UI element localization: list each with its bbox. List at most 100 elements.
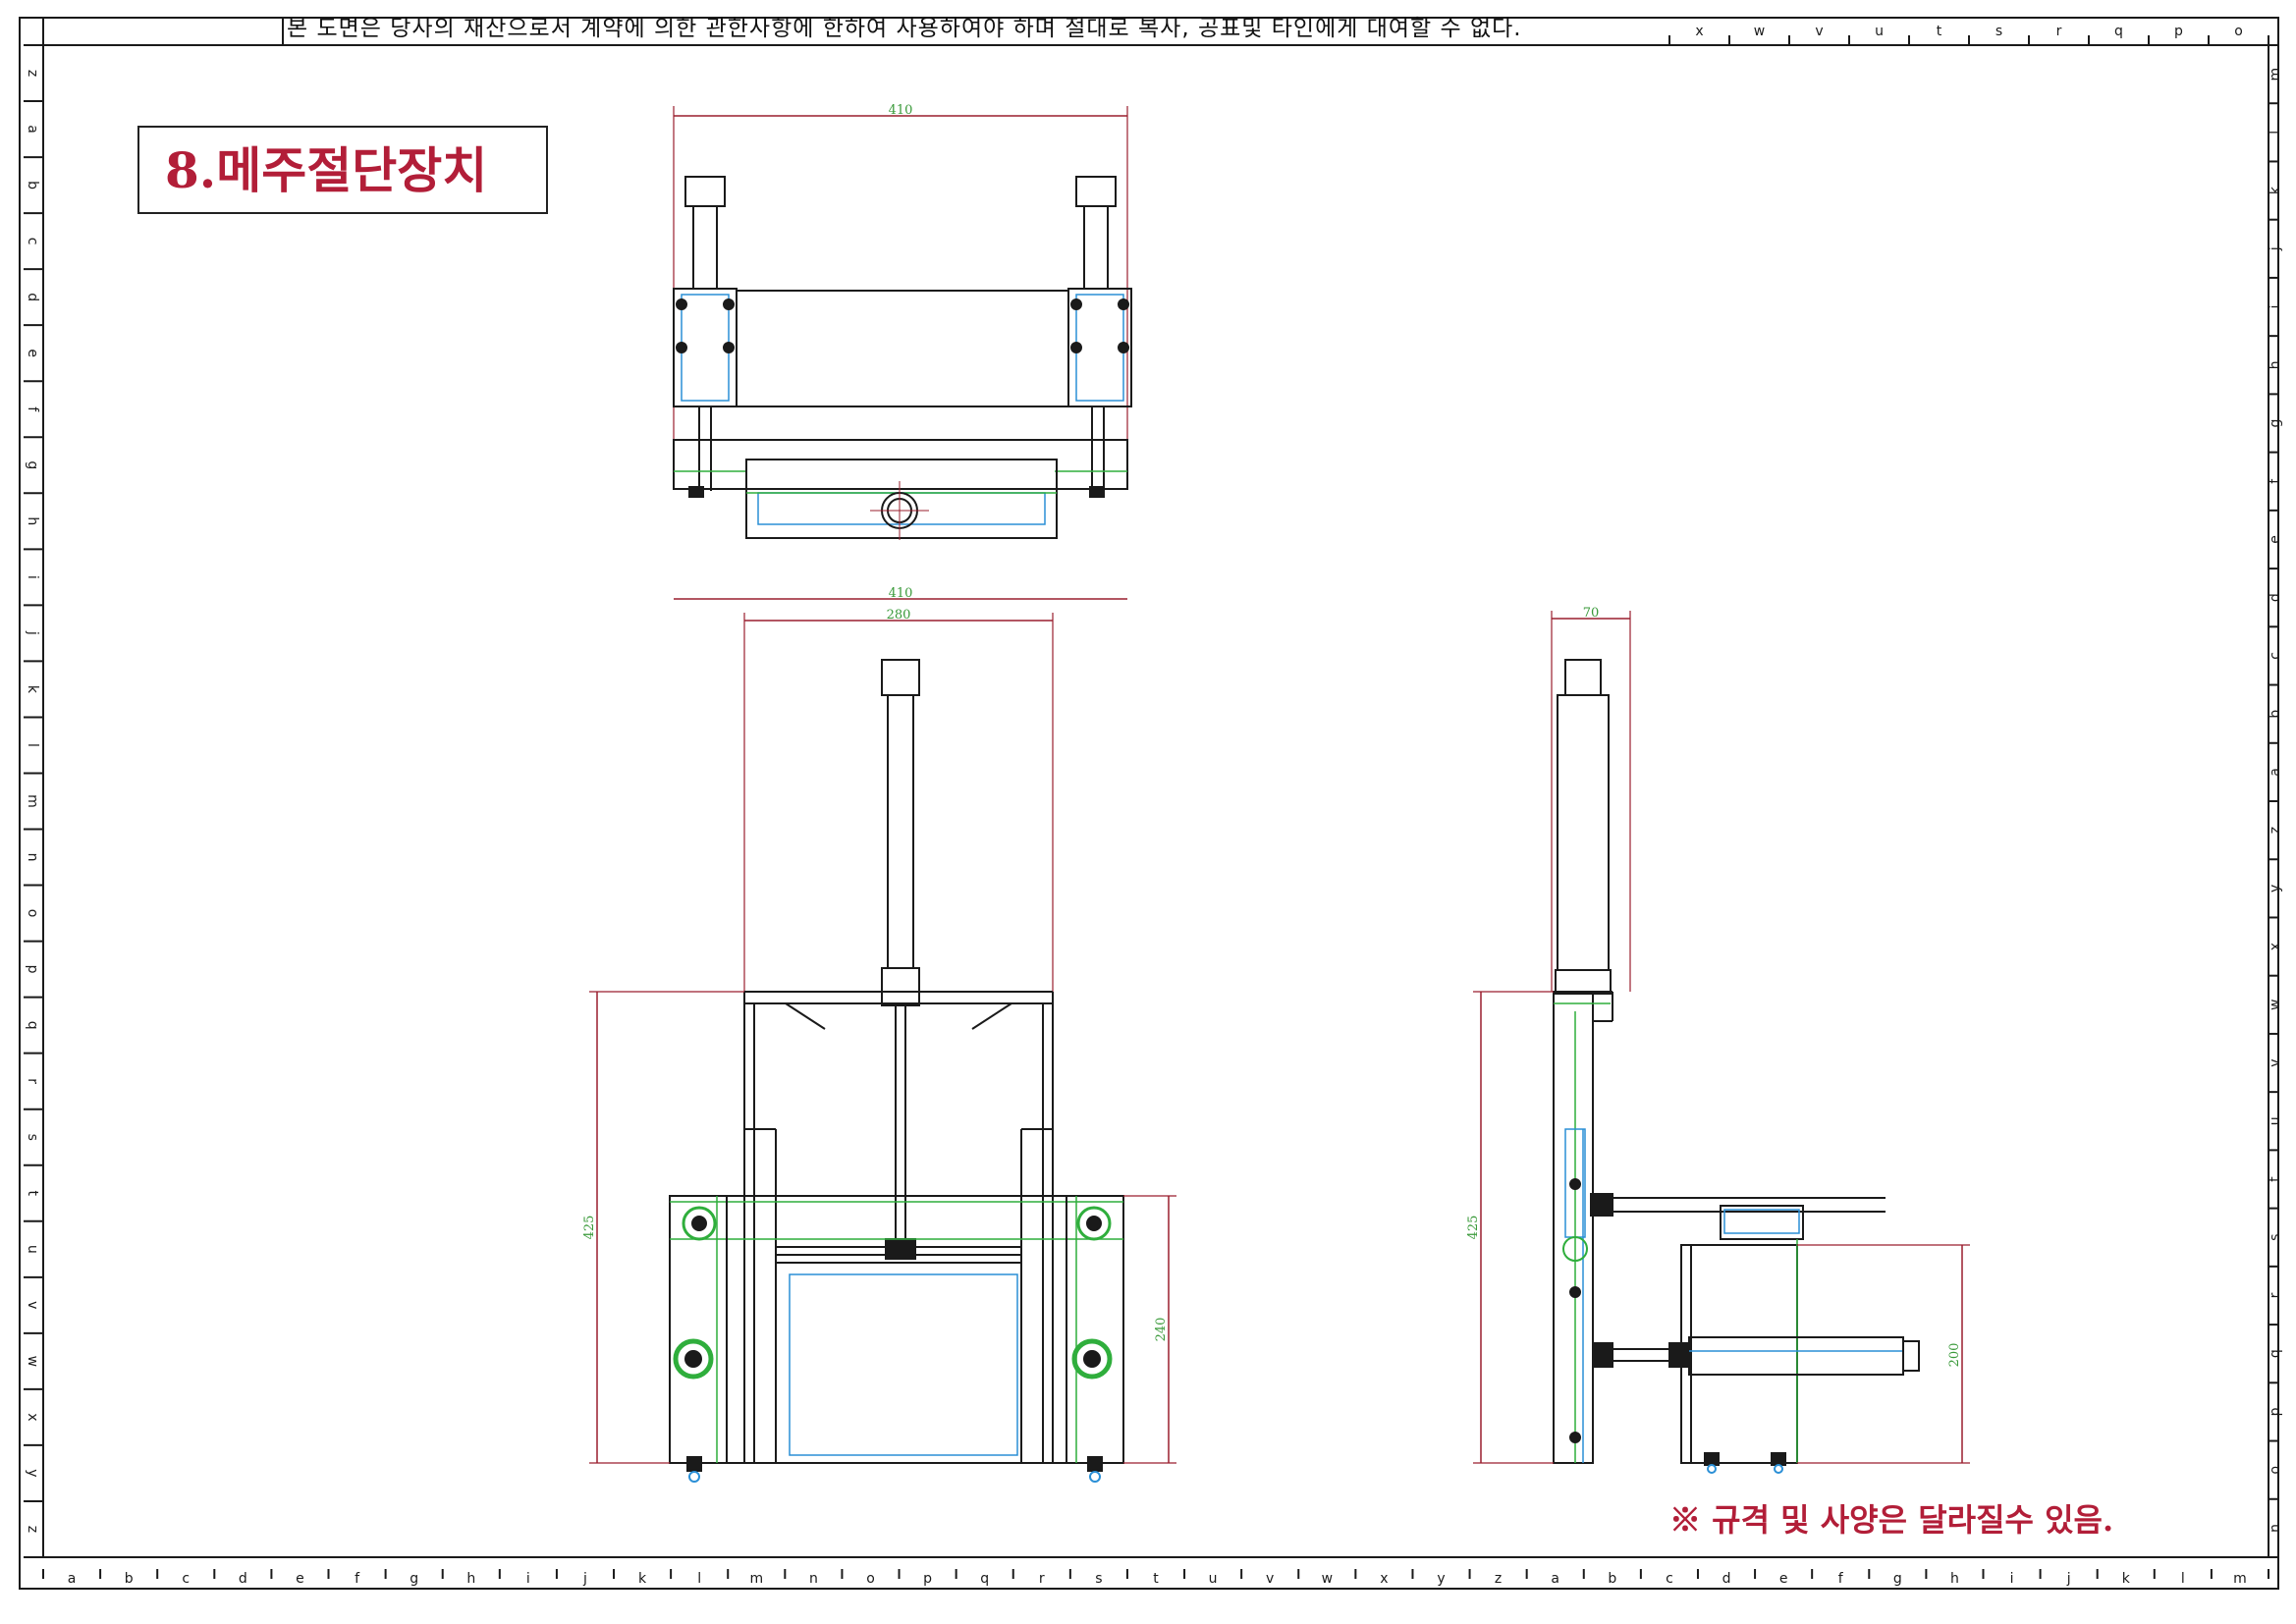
grid-letter: x [1380, 1571, 1388, 1587]
grid-letter: v [1815, 24, 1823, 39]
grid-letter: z [1495, 1571, 1502, 1587]
dim-front-inner-width: 280 [887, 608, 911, 623]
outer-frame [19, 17, 2279, 1590]
grid-letter: s [1095, 1571, 1102, 1587]
header-blank-box [42, 17, 284, 46]
grid-letter: f [1838, 1571, 1844, 1587]
grid-letter: m [25, 794, 40, 808]
grid-letter: e [2268, 535, 2283, 544]
grid-letter: p [25, 965, 40, 974]
grid-letter: p [2268, 1407, 2283, 1416]
grid-letter: l [25, 743, 40, 747]
grid-letter: e [1779, 1571, 1788, 1587]
grid-letter: g [1893, 1571, 1902, 1587]
grid-letter: h [25, 516, 40, 525]
grid-letter: w [1322, 1571, 1333, 1587]
grid-letter: z [25, 1526, 40, 1533]
grid-letter: i [2010, 1571, 2014, 1587]
grid-letter: d [25, 293, 40, 301]
grid-letter: a [68, 1571, 77, 1587]
grid-letter: j [582, 1571, 587, 1587]
grid-letter: w [25, 1356, 40, 1367]
dim-front-lower-height: 240 [1154, 1318, 1169, 1342]
dim-top-base-width: 410 [889, 586, 913, 601]
grid-letter: t [1153, 1571, 1159, 1587]
grid-letter: w [1754, 24, 1765, 39]
grid-letter: i [2268, 305, 2283, 309]
grid-letter: v [25, 1301, 40, 1309]
grid-letter: c [182, 1571, 190, 1587]
side-view [1473, 611, 1970, 1474]
grid-letter: u [2268, 1116, 2283, 1125]
grid-letter: b [1608, 1571, 1616, 1587]
grid-letter: j [2268, 246, 2283, 251]
grid-letter: s [25, 1134, 40, 1141]
grid-letter: b [25, 181, 40, 189]
grid-letter: g [410, 1571, 418, 1587]
grid-letter: w [2268, 1000, 2283, 1010]
grid-letter: u [25, 1245, 40, 1254]
grid-letter: r [25, 1078, 40, 1084]
grid-letter: i [526, 1571, 530, 1587]
grid-letter: o [2234, 24, 2243, 39]
grid-letter: n [2268, 1524, 2283, 1533]
grid-letter: q [25, 1021, 40, 1030]
grid-letter: k [25, 685, 40, 694]
dim-side-cylinder-height: 200 [1947, 1343, 1962, 1368]
grid-letter: k [2268, 186, 2283, 194]
grid-letter: z [2268, 827, 2283, 834]
grid-letter: x [25, 1413, 40, 1421]
grid-letter: k [638, 1571, 647, 1587]
grid-letter: q [2268, 1349, 2283, 1358]
grid-letter: m [749, 1571, 763, 1587]
grid-letter: c [1666, 1571, 1673, 1587]
grid-letter: d [2268, 593, 2283, 602]
grid-letter: q [2114, 24, 2123, 39]
grid-letter: a [2268, 768, 2283, 777]
grid-letter: f [355, 1571, 360, 1587]
grid-letter: s [1995, 24, 2002, 39]
grid-letter: l [2181, 1571, 2185, 1587]
grid-letter: b [2268, 710, 2283, 719]
grid-letter: y [25, 1469, 40, 1477]
grid-letter: f [2268, 478, 2283, 484]
grid-letter: p [2174, 24, 2183, 39]
grid-letter: o [866, 1571, 875, 1587]
grid-letter: a [25, 125, 40, 134]
grid-letter: o [2268, 1466, 2283, 1475]
grid-letter: u [1209, 1571, 1218, 1587]
grid-letter: q [980, 1571, 989, 1587]
grid-letter: y [1437, 1571, 1445, 1587]
grid-letter: m [2233, 1571, 2247, 1587]
grid-letter: v [2268, 1058, 2283, 1066]
spec-note: ※ 규격 및 사양은 달라질수 있음. [1669, 1501, 2114, 1539]
grid-letter: f [25, 406, 40, 412]
grid-letter: e [296, 1571, 304, 1587]
dim-side-width: 70 [1583, 606, 1600, 621]
grid-letter: u [1875, 24, 1884, 39]
grid-letter: o [25, 909, 40, 918]
grid-letter: i [25, 575, 40, 579]
grid-letter: k [2122, 1571, 2131, 1587]
dim-front-height: 425 [582, 1216, 597, 1240]
page-title: 8.메주절단장치 [165, 141, 488, 199]
top-view [673, 106, 1132, 600]
grid-letter: s [2268, 1234, 2283, 1241]
grid-letter: a [1551, 1571, 1559, 1587]
grid-letter: d [1722, 1571, 1731, 1587]
grid-letter: d [239, 1571, 247, 1587]
grid-letter: g [25, 460, 40, 469]
title-box [137, 126, 548, 214]
front-view [589, 613, 1176, 1483]
grid-letter: j [25, 630, 40, 635]
header-notice: 본 도면은 당사의 재산으로서 계약에 의한 관한사항에 한하여 사용하여야 하… [287, 16, 1522, 41]
grid-letter: y [2268, 885, 2283, 893]
grid-letter: c [2268, 652, 2283, 660]
grid-letter: n [809, 1571, 818, 1587]
grid-letter: t [1937, 24, 1942, 39]
